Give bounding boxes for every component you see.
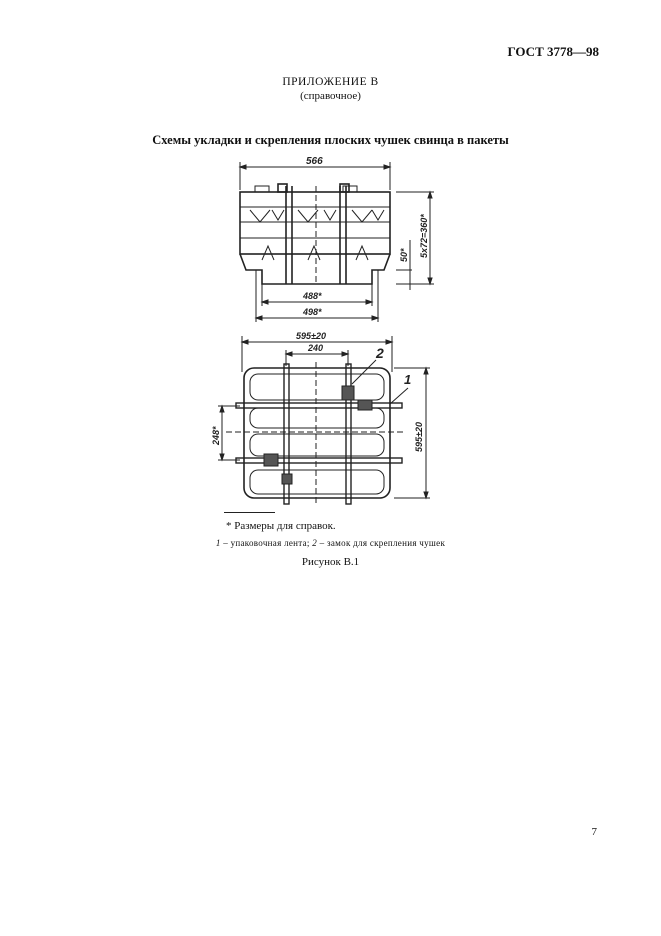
figure-legend: 1 – упаковочная лента; 2 – замок для скр… (0, 538, 661, 548)
section-title: Схемы укладки и скрепления плоских чушек… (152, 133, 509, 147)
callout-1: 1 (404, 372, 411, 387)
dim-plan-width: 595±20 (296, 331, 326, 341)
legend-item-1-number: 1 (215, 538, 221, 548)
dim-top-height: 5x72=360* (419, 214, 429, 258)
figure-caption: Рисунок В.1 (301, 556, 360, 568)
callout-2: 2 (375, 345, 384, 361)
technical-drawing: 566 5x72=360* 50* 488* 498* 595±20 240 5… (211, 156, 434, 506)
stack-side-view (238, 162, 434, 322)
dim-top-width: 566 (306, 156, 323, 167)
legend-item-2-number: 2 (312, 538, 318, 548)
dim-plan-height: 595±20 (414, 422, 424, 452)
footnote: * Размеры для справок. (226, 520, 336, 532)
standard-number: ГОСТ 3778—98 (507, 44, 599, 59)
legend-item-1-text: – упаковочная лента; (220, 538, 313, 548)
dim-cross-spacing: 248* (211, 426, 221, 446)
dim-top-step: 50* (399, 248, 409, 262)
dim-inner-1: 488* (302, 291, 322, 301)
page-number: 7 (591, 826, 598, 838)
dim-band-spacing: 240 (307, 343, 323, 353)
stack-plan-view (218, 336, 430, 506)
footnote-rule (224, 512, 275, 513)
appendix-title: ПРИЛОЖЕНИЕ В (282, 76, 379, 88)
legend-item-2-text: – замок для скрепления чушек (317, 538, 446, 548)
dim-inner-2: 498* (302, 307, 322, 317)
appendix-subtitle: (справочное) (300, 90, 361, 102)
